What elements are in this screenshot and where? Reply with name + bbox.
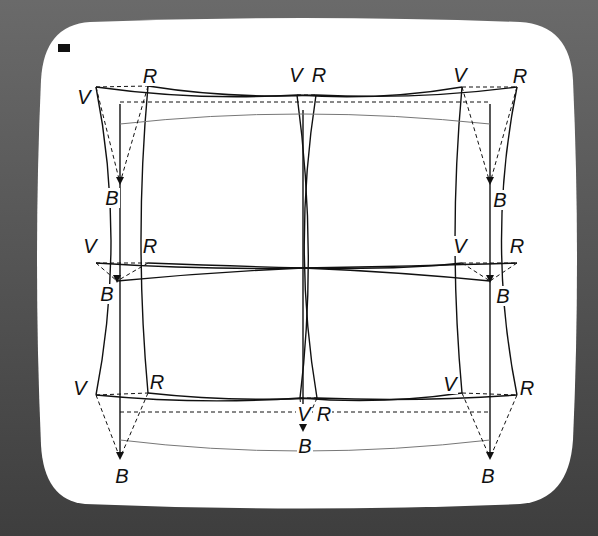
blue-raster-lines [120,114,490,451]
color-label: B [114,466,129,486]
color-label: V [442,374,457,394]
color-label: B [104,188,119,208]
convergence-grid [96,86,517,458]
convergence-triangles [96,86,517,458]
corner-mark [58,44,70,52]
color-label: B [492,190,507,210]
color-label: B [495,286,510,306]
color-label: R [142,66,158,86]
color-label: R [142,236,158,256]
color-label: R [509,236,525,256]
color-label: B [480,466,495,486]
color-label: V [296,404,311,424]
color-label: R [149,372,165,392]
color-label: V [288,65,303,85]
color-label: R [512,66,528,86]
color-label: R [311,65,327,85]
color-label: R [316,404,332,424]
color-label: V [82,236,97,256]
color-label: R [519,378,535,398]
color-label: B [297,436,312,456]
color-label: V [72,378,87,398]
color-label: V [452,236,467,256]
color-label: V [76,87,91,107]
color-label: V [452,65,467,85]
color-label: B [99,284,114,304]
screen-face [37,18,577,509]
arrow-dots [113,177,494,460]
